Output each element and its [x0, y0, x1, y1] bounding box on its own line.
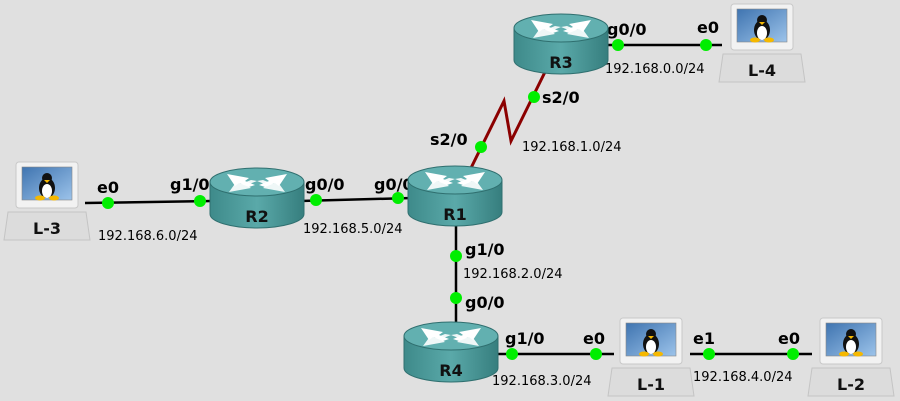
device-label: R3 — [549, 53, 572, 72]
router-r4[interactable]: R4 — [403, 321, 499, 383]
port-label: g1/0 — [505, 329, 545, 348]
port-label: g0/0 — [607, 20, 647, 39]
subnet-label: 192.168.0.0/24 — [605, 62, 705, 77]
subnet-label: 192.168.3.0/24 — [492, 374, 592, 389]
port-indicator — [700, 39, 712, 51]
subnet-label: 192.168.2.0/24 — [463, 267, 563, 282]
host-l3[interactable]: L-3 — [3, 161, 91, 241]
router-r2[interactable]: R2 — [209, 167, 305, 229]
link-r3-l4[interactable]: g0/0 e0 192.168.0.0/24 — [605, 18, 722, 77]
port-indicator — [506, 348, 518, 360]
device-label: R1 — [443, 205, 466, 224]
port-label: g0/0 — [374, 175, 414, 194]
host-l2[interactable]: L-2 — [807, 317, 895, 397]
port-indicator — [102, 197, 114, 209]
device-label: R4 — [439, 361, 462, 380]
port-indicator — [310, 194, 322, 206]
link-l1-l2[interactable]: e1 e0 192.168.4.0/24 — [690, 329, 812, 385]
host-l4[interactable]: L-4 — [718, 3, 806, 83]
host-l1[interactable]: L-1 — [607, 317, 695, 397]
port-indicator — [612, 39, 624, 51]
device-label: L-4 — [748, 61, 776, 80]
link-r2-r1[interactable]: g0/0 g0/0 192.168.5.0/24 — [299, 175, 414, 237]
device-label: L-1 — [637, 375, 665, 394]
port-indicator — [392, 192, 404, 204]
device-label: L-2 — [837, 375, 865, 394]
port-indicator — [787, 348, 799, 360]
port-label: g0/0 — [465, 293, 505, 312]
subnet-label: 192.168.5.0/24 — [303, 222, 403, 237]
port-label: e0 — [697, 18, 719, 37]
link-r4-l1[interactable]: g1/0 e0 192.168.3.0/24 — [492, 329, 614, 389]
port-label: g0/0 — [305, 175, 345, 194]
link-l3-r2[interactable]: e0 g1/0 192.168.6.0/24 — [84, 175, 213, 244]
port-indicator — [528, 91, 540, 103]
link-r1-r4[interactable]: g1/0 192.168.2.0/24 g0/0 — [450, 226, 563, 328]
port-label: s2/0 — [430, 130, 468, 149]
port-label: e1 — [693, 329, 715, 348]
port-label: g1/0 — [170, 175, 210, 194]
port-label: e0 — [778, 329, 800, 348]
port-indicator — [194, 195, 206, 207]
device-label: R2 — [245, 207, 268, 226]
port-label: e0 — [97, 178, 119, 197]
port-indicator — [590, 348, 602, 360]
port-indicator — [450, 292, 462, 304]
port-indicator — [450, 250, 462, 262]
router-r3[interactable]: R3 — [513, 13, 609, 75]
port-label: s2/0 — [542, 88, 580, 107]
port-label: g1/0 — [465, 240, 505, 259]
subnet-label: 192.168.1.0/24 — [522, 140, 622, 155]
port-indicator — [703, 348, 715, 360]
router-r1[interactable]: R1 — [407, 165, 503, 227]
port-label: e0 — [583, 329, 605, 348]
port-indicator — [475, 141, 487, 153]
device-label: L-3 — [33, 219, 61, 238]
subnet-label: 192.168.6.0/24 — [98, 229, 198, 244]
link-r1-r3-serial[interactable]: s2/0 s2/0 192.168.1.0/24 — [430, 71, 622, 171]
subnet-label: 192.168.4.0/24 — [693, 370, 793, 385]
